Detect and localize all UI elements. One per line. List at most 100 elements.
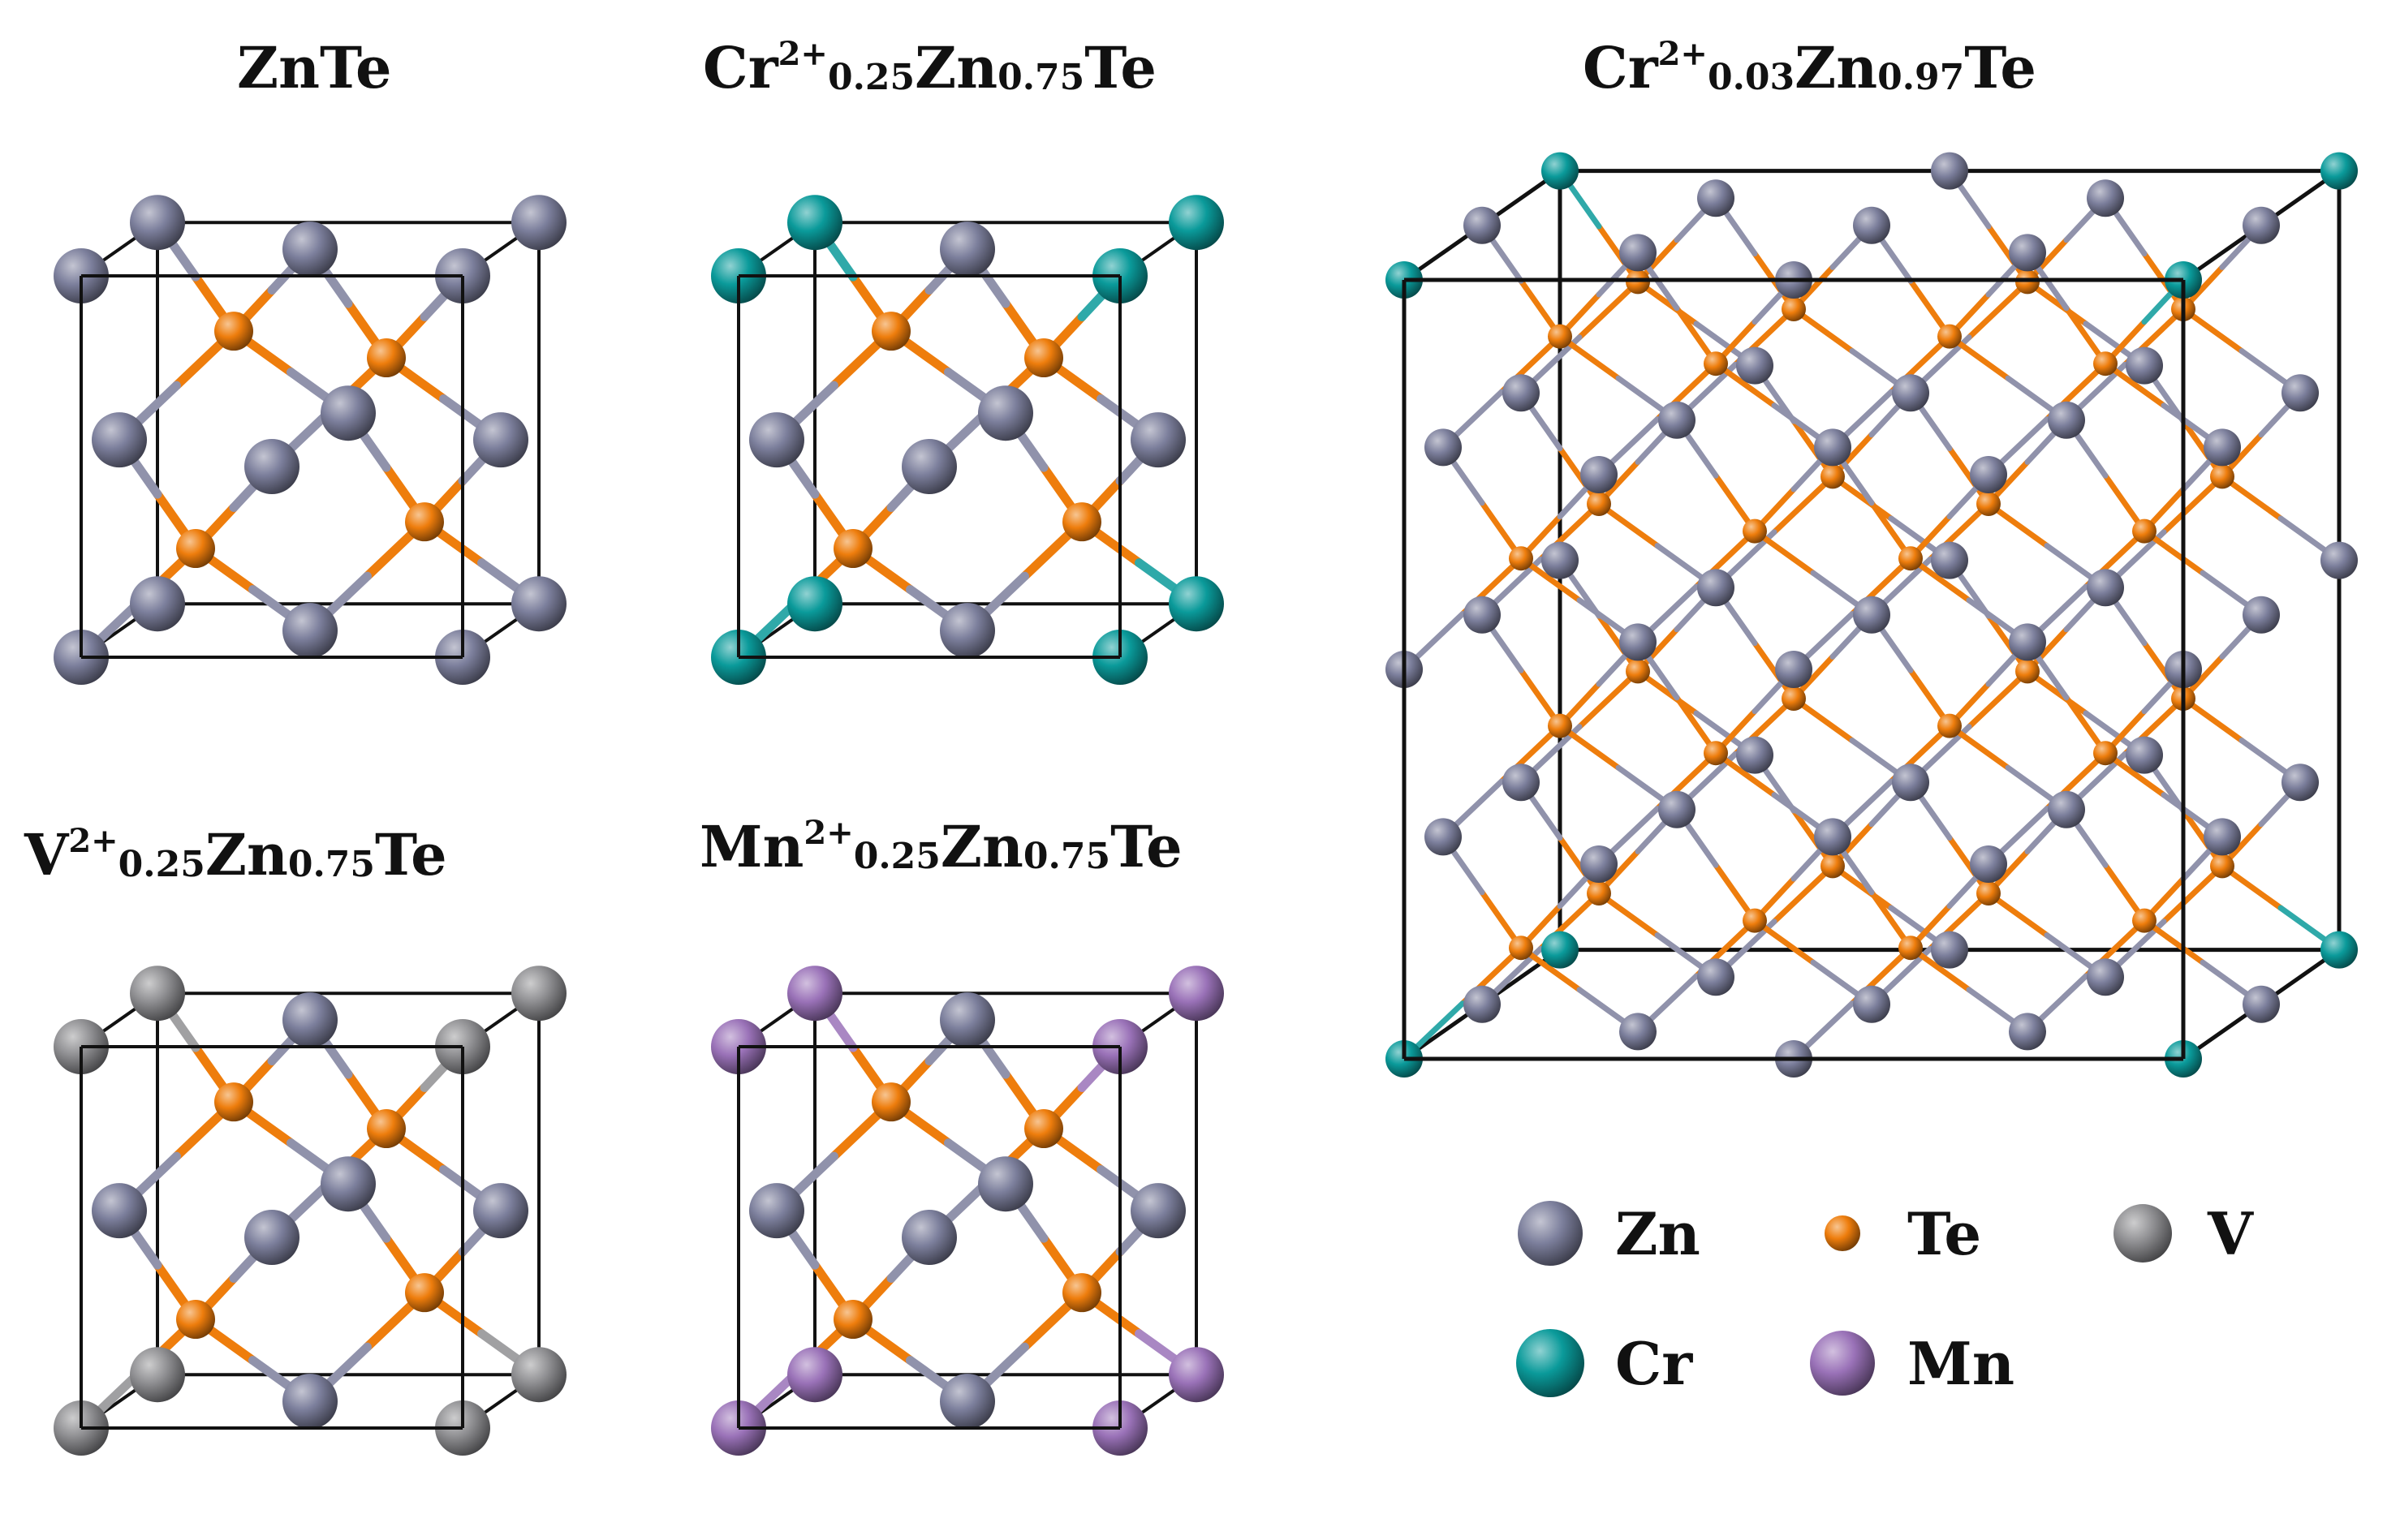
title-cr025-zn075-te: Cr2+0.25Zn0.75Te <box>703 34 1157 101</box>
te-atom <box>1937 713 1962 738</box>
te-atom <box>214 1082 253 1122</box>
cr-atom <box>1541 931 1579 969</box>
te-atom <box>1626 659 1650 684</box>
zn-atom <box>1463 985 1501 1023</box>
te-atom <box>1509 936 1533 961</box>
legend-label-cr: Cr <box>1615 1328 1693 1398</box>
te-atom <box>834 529 873 569</box>
crystal-structure-mn025-zn075-te <box>711 966 1224 1456</box>
zn-atom <box>1931 931 1968 969</box>
crystal-structure-v025-zn075-te <box>54 966 567 1456</box>
te-atom <box>1062 1273 1101 1313</box>
te-atom <box>1587 881 1611 906</box>
zn-atom <box>1853 596 1890 634</box>
te-atom <box>1704 351 1728 376</box>
formula-element-v: V <box>24 821 69 888</box>
mn-atom <box>787 966 842 1022</box>
zn-atom-icon <box>1518 1201 1583 1266</box>
te-atom <box>1548 713 1572 738</box>
atoms <box>711 966 1224 1456</box>
unit-cell-frame-front <box>737 274 1122 659</box>
te-atom <box>1743 518 1767 544</box>
te-atom <box>2015 659 2040 684</box>
zn-atom <box>2282 764 2319 802</box>
te-atom <box>2093 741 2118 766</box>
te-atom <box>1509 546 1533 571</box>
v-atom <box>511 1347 567 1403</box>
te-atom <box>2132 908 2157 933</box>
crystal-structure-cr025-zn075-te <box>711 195 1224 685</box>
zn-atom <box>282 222 338 277</box>
te-atom <box>1782 297 1806 321</box>
legend-item-v: V <box>2102 1193 2253 1274</box>
formula-element-te: Te <box>375 821 447 888</box>
bond-te-half <box>2161 862 2225 925</box>
zn-atom <box>940 222 995 277</box>
zn-atom <box>2282 374 2319 412</box>
te-atom <box>872 1082 911 1122</box>
cr-atom <box>1541 152 1579 190</box>
te-atom <box>367 338 406 378</box>
zn-atom <box>2126 736 2163 774</box>
te-atom <box>872 312 911 351</box>
zn-atom <box>1931 541 1968 579</box>
formula-element-mn: Mn <box>700 813 804 880</box>
formula-charge: 2+ <box>778 35 828 73</box>
zn-atom <box>2204 428 2241 467</box>
zn-atom <box>1463 596 1501 634</box>
zn-atom <box>1697 958 1734 996</box>
formula-element-zn: Zn <box>915 34 998 101</box>
te-atom <box>1024 1109 1063 1149</box>
formula-charge: 2+ <box>1657 35 1708 73</box>
atoms <box>54 195 567 685</box>
formula-element-zn: Zn <box>940 813 1023 880</box>
zn-atom <box>1502 764 1540 802</box>
bond-te-half <box>1576 278 1641 341</box>
zn-atom <box>978 385 1033 441</box>
zn-atom <box>1931 152 1968 190</box>
unit-cell-frame-front <box>80 274 464 659</box>
bond-te-half <box>1966 668 2031 730</box>
zn-atom <box>282 992 338 1048</box>
zn-atom <box>2009 234 2046 272</box>
cr-atom-sphere <box>1516 1329 1584 1397</box>
zn-atom <box>282 1374 338 1430</box>
te-atom <box>1782 686 1806 711</box>
zn-atom <box>2087 569 2124 607</box>
mn-atom-icon <box>1810 1331 1875 1396</box>
crystal-structure-cr003-zn097-te-supercell <box>1385 152 2358 1078</box>
te-atom <box>176 529 215 569</box>
te-atom <box>1548 324 1572 349</box>
unit-cell-frame-front <box>737 1045 1122 1430</box>
te-atom <box>405 502 444 542</box>
zn-atom <box>1424 818 1462 856</box>
cr-atom <box>2320 152 2358 190</box>
zn-atom <box>130 576 185 632</box>
formula-fraction-v: 0.25 <box>118 844 205 885</box>
zn-atom <box>511 195 567 251</box>
formula-fraction-zn: 0.75 <box>1023 836 1111 877</box>
mn-atom <box>1169 966 1224 1022</box>
formula-fraction-cr: 0.03 <box>1707 57 1795 98</box>
mn-atom-sphere <box>1810 1331 1875 1396</box>
zn-atom <box>321 385 376 441</box>
te-atom <box>1820 464 1845 489</box>
te-atom <box>1820 854 1845 879</box>
zn-atom <box>940 1374 995 1430</box>
zn-atom-sphere <box>1518 1201 1583 1266</box>
zn-atom <box>1775 651 1812 688</box>
zn-atom <box>1814 818 1851 856</box>
formula-charge: 2+ <box>804 814 854 852</box>
zn-atom <box>244 439 299 494</box>
te-atom <box>2093 351 2118 376</box>
formula-fraction-cr: 0.25 <box>827 57 916 98</box>
zn-atom <box>282 603 338 659</box>
zn-atom <box>1970 845 2007 883</box>
zn-atom <box>473 412 528 468</box>
zn-atom <box>92 1183 147 1239</box>
v-atom <box>511 966 567 1022</box>
zn-atom <box>473 1183 528 1239</box>
title-mn025-zn075-te: Mn2+0.25Zn0.75Te <box>700 813 1183 880</box>
te-atom <box>367 1109 406 1149</box>
formula-charge: 2+ <box>68 822 118 860</box>
